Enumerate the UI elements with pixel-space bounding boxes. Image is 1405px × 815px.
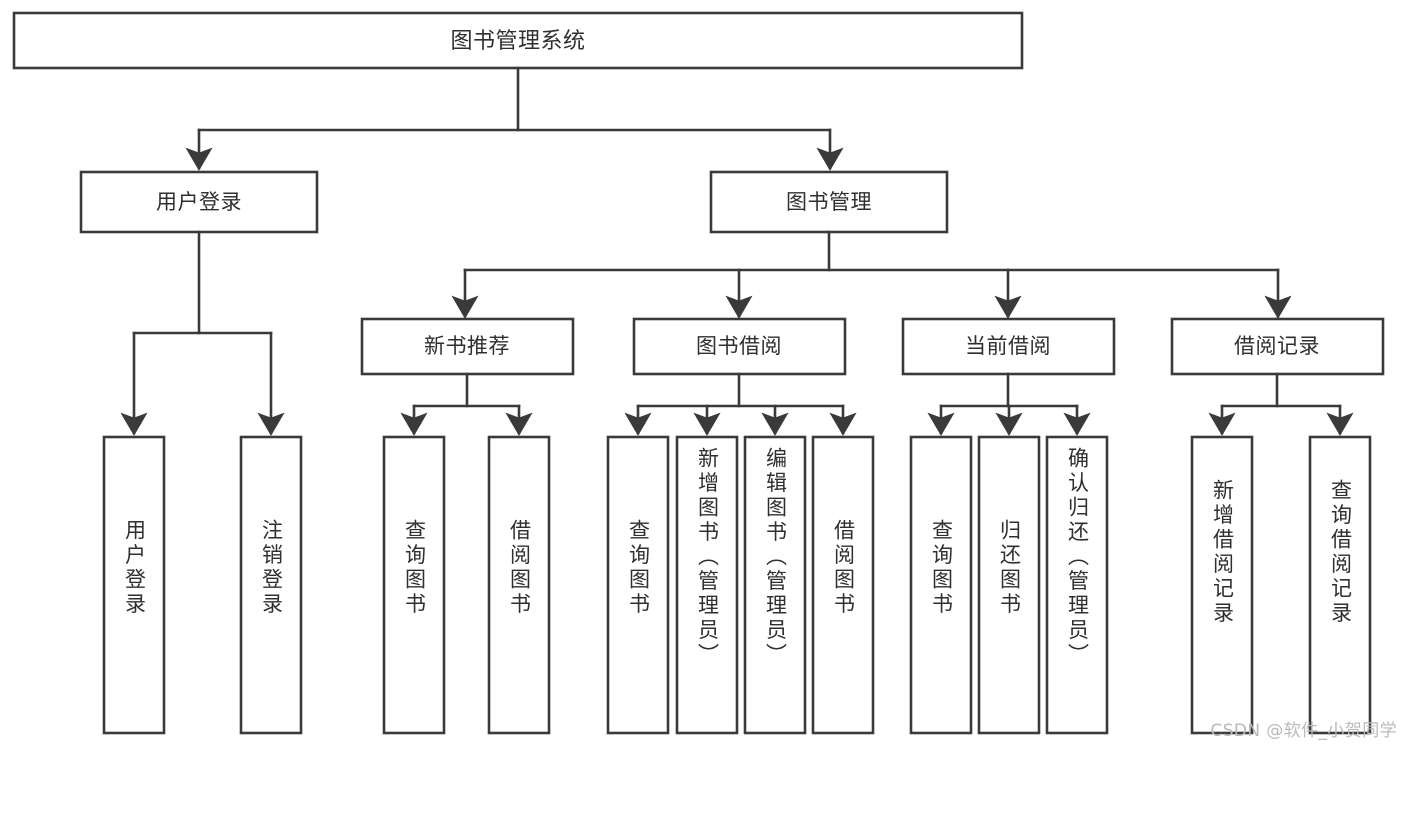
flowchart-svg: 图书管理系统 用户登录 图书管理 新书推荐 图书借阅 当前借阅 借阅记录 [12,11,1385,735]
node-book-management[interactable] [709,170,949,234]
leaf-book-borrow-1[interactable] [606,435,670,735]
leaf-user-login-2[interactable] [239,435,303,735]
node-book-borrow[interactable] [632,317,847,376]
leaf-user-login-1[interactable] [102,435,166,735]
leaf-new-book-1[interactable] [382,435,446,735]
csdn-watermark: CSDN @软件_小贺同学 [1210,721,1397,741]
node-new-book-recommend-label: 新书推荐 [424,334,510,358]
node-new-book-recommend[interactable] [360,317,575,376]
node-root-label: 图书管理系统 [450,29,585,54]
flowchart-diagram: 图书管理系统 用户登录 图书管理 新书推荐 图书借阅 当前借阅 借阅记录 [12,11,1397,741]
node-book-management-label: 图书管理 [786,190,872,214]
node-borrow-record[interactable] [1170,317,1385,376]
node-book-borrow-label: 图书借阅 [696,334,782,358]
node-user-login-label: 用户登录 [156,190,242,214]
node-current-borrow[interactable] [901,317,1116,376]
leaf-book-borrow-3[interactable] [743,435,807,735]
leaf-borrow-record-1[interactable] [1190,435,1254,735]
leaf-borrow-record-2[interactable] [1308,435,1372,735]
leaf-book-borrow-2[interactable] [675,435,739,735]
node-root[interactable] [12,11,1024,70]
node-current-borrow-label: 当前借阅 [965,334,1051,358]
leaf-current-borrow-2[interactable] [977,435,1041,735]
leaf-book-borrow-4[interactable] [811,435,875,735]
leaf-current-borrow-3[interactable] [1045,435,1109,735]
leaf-current-borrow-1[interactable] [909,435,973,735]
node-borrow-record-label: 借阅记录 [1234,334,1320,358]
leaf-new-book-2[interactable] [487,435,551,735]
